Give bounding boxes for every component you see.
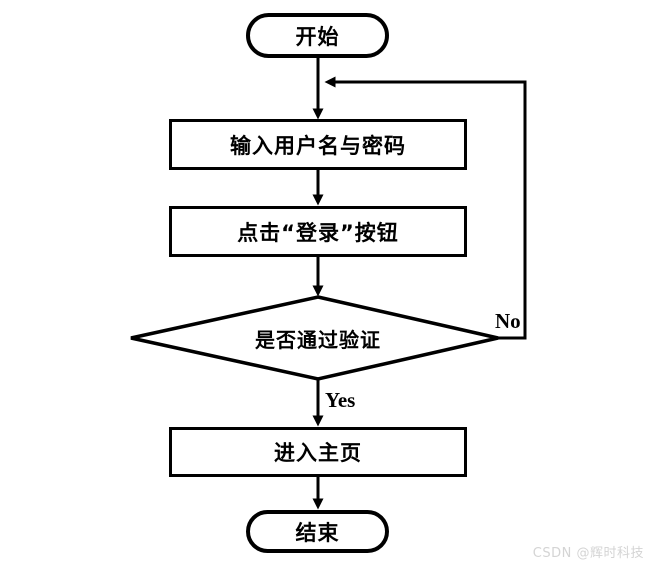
flowchart-node-enter-home: 进入主页 <box>169 427 467 477</box>
watermark: CSDN @辉时科技 <box>532 546 644 561</box>
flowchart-node-input-credentials: 输入用户名与密码 <box>169 119 467 170</box>
flowchart-node-click-login: 点击“登录”按钮 <box>169 206 467 257</box>
edge-no-loopback <box>324 76 527 340</box>
node-click-login-label: 点击“登录”按钮 <box>237 220 399 245</box>
flowchart-node-end: 结束 <box>246 510 389 553</box>
node-end-label: 结束 <box>295 520 340 545</box>
node-input-credentials-label: 输入用户名与密码 <box>230 133 406 158</box>
edge-label-yes: Yes <box>325 388 356 412</box>
node-verify-label: 是否通过验证 <box>255 327 381 352</box>
flowchart-node-verify: 是否通过验证 <box>218 324 418 352</box>
node-enter-home-label: 进入主页 <box>274 441 362 465</box>
edge-label-no: No <box>495 309 521 333</box>
flowchart-node-start: 开始 <box>246 13 389 58</box>
node-start-label: 开始 <box>295 24 340 49</box>
